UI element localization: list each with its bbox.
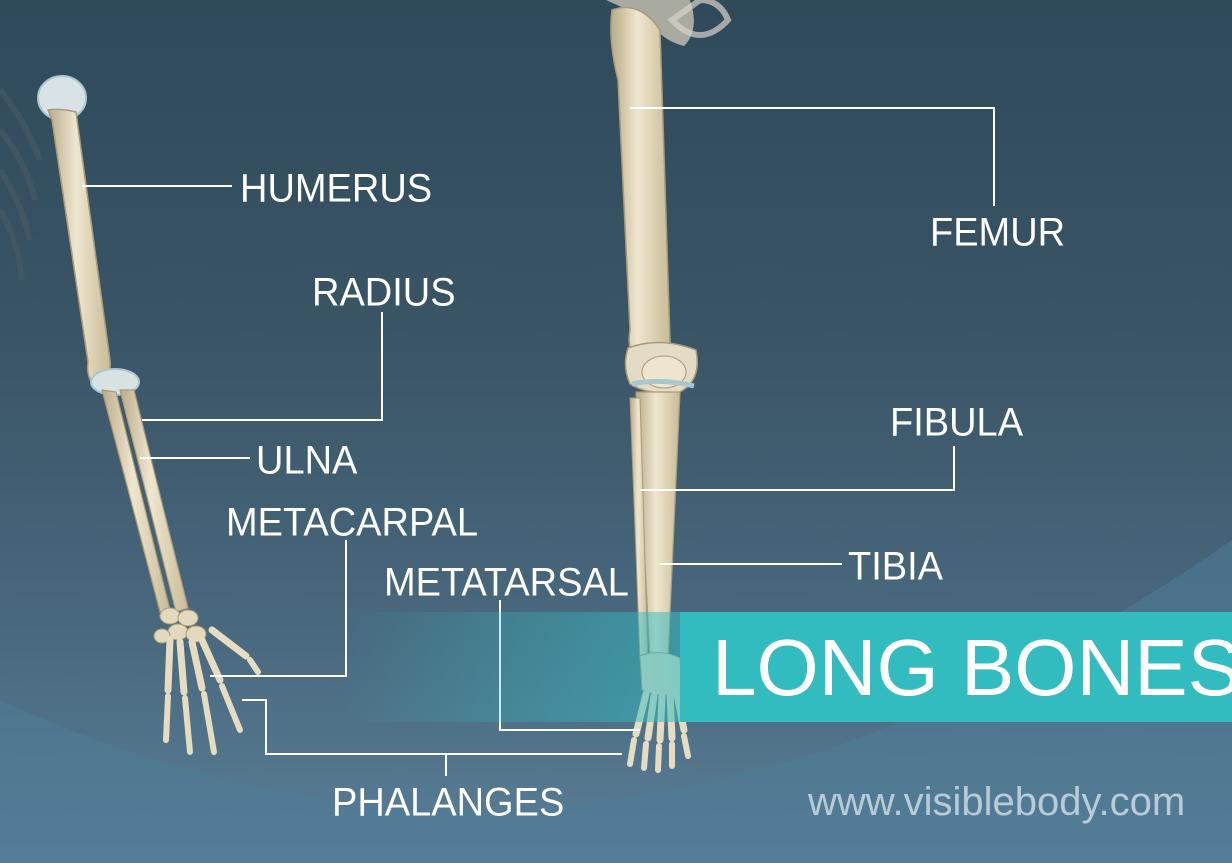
label-humerus: HUMERUS — [240, 166, 433, 212]
femur-bone — [610, 6, 671, 363]
foot-phalanges — [627, 733, 691, 773]
label-fibula: FIBULA — [890, 400, 1024, 446]
humerus-bone — [46, 108, 111, 387]
banner-fade — [340, 612, 680, 722]
leg-bones — [606, 0, 732, 773]
leader-lines — [82, 107, 995, 776]
label-tibia: TIBIA — [848, 544, 944, 590]
title-text: LONG BONES — [712, 623, 1232, 712]
title-banner — [680, 612, 1232, 722]
label-radius: RADIUS — [312, 270, 456, 316]
label-phalanges: PHALANGES — [332, 780, 565, 826]
leader-metacarpal — [210, 540, 347, 677]
leader-phalanges — [242, 699, 622, 755]
carpals — [153, 607, 207, 644]
radius-bone — [119, 389, 189, 613]
background-arc — [0, 540, 1232, 863]
metacarpals — [164, 626, 250, 696]
label-ulna: ULNA — [256, 438, 358, 484]
knee-cartilage — [631, 378, 695, 389]
leader-femur — [630, 107, 995, 206]
leader-fibula — [640, 446, 955, 491]
label-metatarsal: METATARSAL — [384, 560, 629, 606]
pelvis-fragment — [606, 0, 694, 46]
label-metacarpal: METACARPAL — [226, 500, 478, 546]
label-femur: FEMUR — [930, 210, 1066, 256]
arm-bones — [37, 75, 261, 755]
website-url: www.visiblebody.com — [808, 780, 1186, 824]
hand-phalanges — [163, 657, 261, 755]
leader-radius — [142, 312, 383, 421]
ribcage-fragment — [0, 88, 43, 281]
